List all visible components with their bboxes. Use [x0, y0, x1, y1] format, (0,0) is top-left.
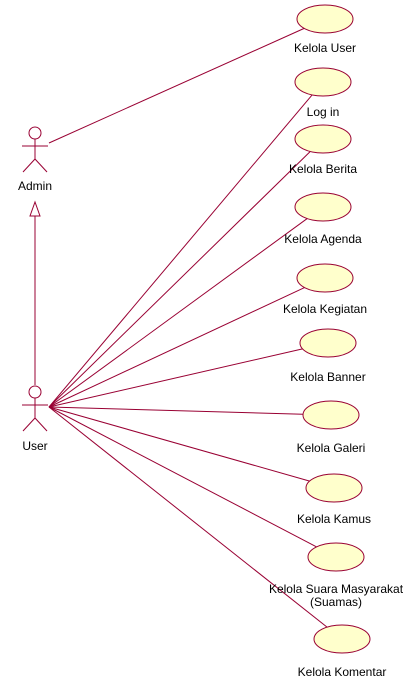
use-case-label: Kelola Suara Masyarakat	[269, 582, 404, 596]
use-case-ellipse[interactable]	[313, 624, 371, 654]
association-user-kelola-kegiatan	[48, 287, 305, 408]
actor-label: User	[22, 439, 47, 453]
association-user-kelola-agenda	[48, 218, 308, 408]
use-case-kelola-kamus[interactable]: Kelola Kamus	[297, 473, 371, 526]
actor-figure-icon	[22, 126, 48, 173]
use-case-kelola-user[interactable]: Kelola User	[294, 4, 356, 55]
use-case-kelola-galeri[interactable]: Kelola Galeri	[297, 400, 366, 455]
use-case-ellipse[interactable]	[296, 263, 354, 293]
use-case-ellipse[interactable]	[294, 124, 352, 154]
use-case-ellipse[interactable]	[307, 542, 365, 572]
use-case-ellipse[interactable]	[296, 4, 354, 34]
use-case-kelola-komentar[interactable]: Kelola Komentar	[298, 624, 387, 679]
use-case-kelola-suamas[interactable]: Kelola Suara Masyarakat(Suamas)	[269, 542, 404, 609]
use-case-ellipse[interactable]	[305, 473, 363, 503]
actor-figure-icon	[22, 385, 48, 432]
generalization-arrowhead	[29, 200, 41, 217]
association-lines	[48, 27, 328, 628]
use-case-label: Log in	[307, 105, 340, 119]
use-case-label: Kelola Agenda	[284, 232, 362, 246]
association-user-kelola-kamus	[48, 406, 310, 482]
use-case-ellipse[interactable]	[299, 328, 357, 358]
association-user-kelola-komentar	[48, 406, 328, 628]
use-case-label: Kelola Komentar	[298, 665, 387, 679]
use-case-kelola-berita[interactable]: Kelola Berita	[289, 124, 357, 176]
association-user-kelola-galeri	[48, 406, 304, 415]
association-admin-kelola-user	[48, 27, 305, 144]
actor-admin[interactable]: Admin	[18, 126, 52, 193]
association-user-kelola-suamas	[48, 406, 317, 548]
association-user-log-in	[48, 94, 313, 408]
use-case-kelola-banner[interactable]: Kelola Banner	[290, 328, 366, 384]
use-case-label: Kelola Galeri	[297, 441, 366, 455]
use-case-kelola-agenda[interactable]: Kelola Agenda	[284, 192, 362, 246]
association-user-kelola-banner	[48, 348, 303, 408]
generalization-layer	[29, 200, 41, 385]
use-case-ellipse[interactable]	[294, 192, 352, 222]
actor-label: Admin	[18, 179, 52, 193]
actor-user[interactable]: User	[22, 385, 48, 453]
use-case-label: Kelola Kamus	[297, 512, 371, 526]
use-case-label: Kelola Berita	[289, 162, 357, 176]
association-user-kelola-berita	[48, 151, 311, 408]
use-case-ellipse[interactable]	[302, 400, 360, 430]
use-case-log-in[interactable]: Log in	[294, 67, 352, 119]
use-case-label: Kelola Kegiatan	[283, 302, 367, 316]
use-case-label: Kelola User	[294, 41, 356, 55]
use-case-label: Kelola Banner	[290, 370, 365, 384]
use-case-label: (Suamas)	[310, 595, 362, 609]
use-case-ellipse[interactable]	[294, 67, 352, 97]
use-case-kelola-kegiatan[interactable]: Kelola Kegiatan	[283, 263, 367, 316]
